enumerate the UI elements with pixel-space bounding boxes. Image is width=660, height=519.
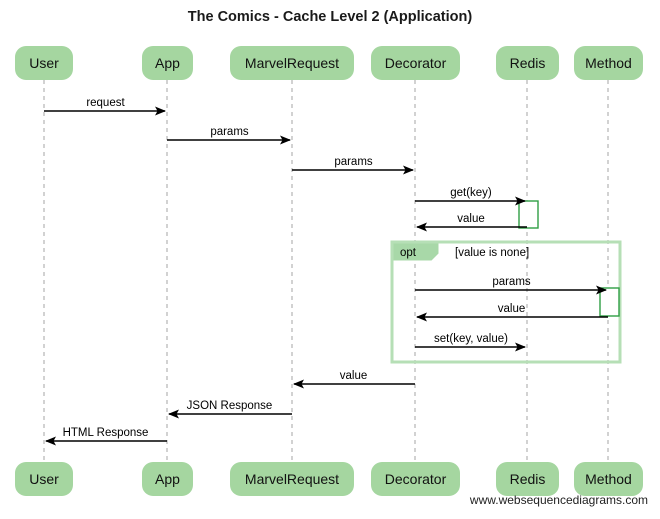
participant-method-top[interactable]: Method [574,46,643,80]
diagram-title: The Comics - Cache Level 2 (Application) [188,9,473,25]
participant-box-marvelrequest [230,46,354,80]
participant-label-user: User [29,55,59,71]
participant-label-marvelrequest: MarvelRequest [245,55,339,71]
participant-user-top[interactable]: User [15,46,73,80]
message-label: value [457,213,485,225]
participant-marvelrequest-bottom[interactable]: MarvelRequest [230,462,354,496]
participant-box-app [142,46,193,80]
message-label: value [340,370,368,382]
activation-bar-method [599,287,620,317]
fragment-guard-label: [value is none] [455,247,529,259]
participant-box-method [574,462,643,496]
message-redis-to-decorator: value [416,213,527,232]
message-label: HTML Response [63,427,149,439]
participant-label-method: Method [585,471,632,487]
fragment-kind-label: opt [400,247,417,259]
message-label: set(key, value) [434,333,508,345]
participant-label-app: App [155,55,180,71]
participant-box-method [574,46,643,80]
participant-label-redis: Redis [510,471,546,487]
message-label: params [492,276,531,288]
participant-box-redis [496,46,559,80]
participant-decorator-top[interactable]: Decorator [371,46,460,80]
participant-box-marvelrequest [230,462,354,496]
message-user-to-app: request [44,97,166,116]
message-marvelrequest-to-decorator: params [292,156,414,175]
participant-label-redis: Redis [510,55,546,71]
fragments-group: opt [value is none] [390,240,622,364]
participant-label-decorator: Decorator [385,471,447,487]
participant-box-user [15,46,73,80]
participant-box-app [142,462,193,496]
activations-group [518,200,620,317]
message-app-to-user: HTML Response [45,427,167,446]
participant-label-decorator: Decorator [385,55,447,71]
message-marvelrequest-to-app: JSON Response [168,400,292,419]
participants-bottom-group: User App MarvelRequest Decorator Redis Method [15,462,643,496]
message-label: params [210,126,249,138]
message-method-to-decorator: value [416,303,608,322]
message-label: request [86,97,125,109]
watermark: www.websequencediagrams.com [469,493,648,507]
participant-user-bottom[interactable]: User [15,462,73,496]
fragment-border [390,240,622,364]
message-app-to-marvelrequest: params [167,126,291,145]
fragment-tab [393,243,439,261]
message-label: params [334,156,373,168]
message-decorator-to-marvelrequest: value [293,370,415,389]
message-label: JSON Response [187,400,273,412]
participant-redis-bottom[interactable]: Redis [496,462,559,496]
participant-decorator-bottom[interactable]: Decorator [371,462,460,496]
lifelines-group [43,80,609,462]
participant-label-marvelrequest: MarvelRequest [245,471,339,487]
message-decorator-to-redis: get(key) [415,187,526,206]
message-label: get(key) [450,187,492,199]
participant-marvelrequest-top[interactable]: MarvelRequest [230,46,354,80]
participant-label-user: User [29,471,59,487]
participant-label-method: Method [585,55,632,71]
message-decorator-to-redis: set(key, value) [415,333,526,352]
activation-bar-redis [518,200,539,229]
participant-app-bottom[interactable]: App [142,462,193,496]
participant-box-user [15,462,73,496]
participant-app-top[interactable]: App [142,46,193,80]
participant-method-bottom[interactable]: Method [574,462,643,496]
participant-redis-top[interactable]: Redis [496,46,559,80]
participant-box-redis [496,462,559,496]
message-decorator-to-method: params [415,276,607,295]
fragment-opt: opt [value is none] [390,240,622,364]
participant-label-app: App [155,471,180,487]
participants-top-group: User App MarvelRequest Decorator Redis Method [15,46,643,80]
messages-group: request params params get(key) value params va… [44,97,608,446]
message-label: value [498,303,526,315]
participant-box-decorator [371,46,460,80]
participant-box-decorator [371,462,460,496]
